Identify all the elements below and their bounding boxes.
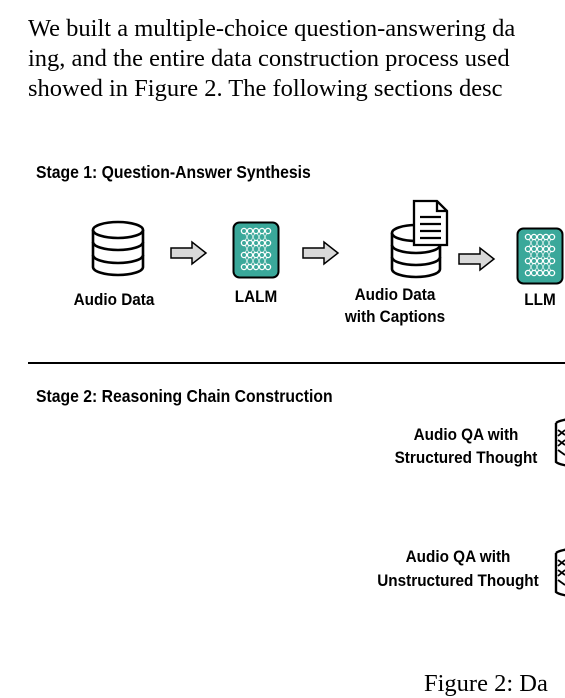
neural-network-icon (516, 227, 564, 285)
neural-network-icon (232, 221, 280, 279)
arrow-right-icon (170, 240, 208, 266)
stage-1-title: Stage 1: Question-Answer Synthesis (36, 162, 311, 182)
arrow-right-icon (302, 240, 340, 266)
paragraph-line-1: We built a multiple-choice question-answ… (28, 15, 516, 42)
stage-divider (28, 362, 565, 364)
lalm-label: LALM (234, 287, 278, 306)
structured-label-line-1: Audio QA with (413, 425, 519, 444)
paragraph-line-3: showed in Figure 2. The following sectio… (28, 75, 503, 102)
structured-label-line-2: Structured Thought (394, 448, 538, 467)
llm-label: LLM (524, 290, 556, 309)
database-icon (554, 418, 565, 467)
unstructured-label-line-2: Unstructured Thought (377, 571, 539, 590)
paragraph-line-2: ing, and the entire data construction pr… (28, 45, 510, 72)
database-icon (554, 548, 565, 597)
database-icon (91, 220, 145, 277)
figure-caption: Figure 2: Da (424, 670, 548, 697)
database-document-icon (390, 199, 449, 279)
audio-data-label: Audio Data (73, 290, 155, 309)
captions-label-line-1: Audio Data (354, 285, 436, 304)
arrow-right-icon (458, 246, 496, 272)
stage-2-title: Stage 2: Reasoning Chain Construction (36, 386, 333, 406)
captions-label-line-2: with Captions (344, 307, 446, 326)
unstructured-label-line-1: Audio QA with (405, 547, 511, 566)
